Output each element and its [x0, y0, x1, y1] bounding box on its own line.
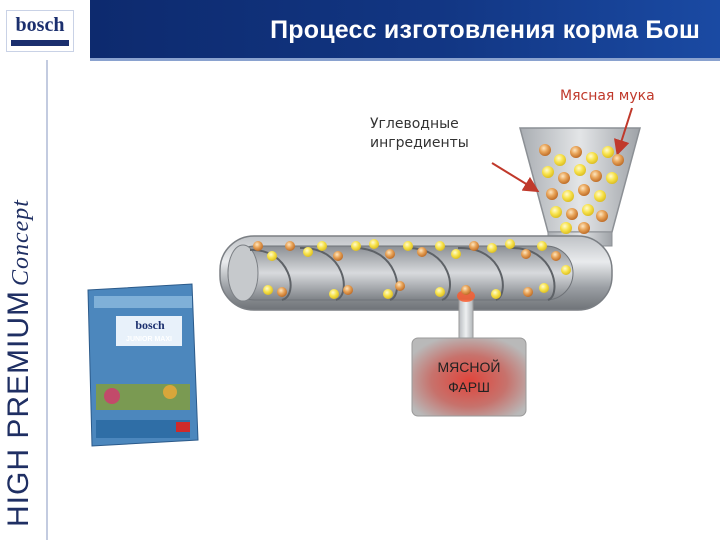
- outlet-pipe: [458, 299, 474, 341]
- carb-label-line2: ингредиенты: [370, 135, 469, 151]
- hopper: [519, 127, 641, 233]
- header: Процесс изготовления корма Бош: [0, 0, 720, 61]
- bosch-logo: bosch: [6, 10, 74, 52]
- package-brand: bosch: [135, 318, 165, 332]
- meat-mince-label: МЯСНОЙ ФАРШ: [412, 338, 526, 416]
- package-product: JUNIOR MAXI: [126, 336, 172, 343]
- header-bar: [90, 0, 720, 58]
- sidebar-divider: [46, 60, 48, 540]
- outlet-glow: [457, 290, 475, 302]
- logo-stripe: [11, 40, 69, 46]
- sidebar: [0, 60, 46, 540]
- page-title: Процесс изготовления корма Бош: [270, 16, 700, 44]
- mince-label-line1: МЯСНОЙ: [437, 359, 501, 375]
- tube-granules: [253, 239, 571, 299]
- logo-text: bosch: [15, 14, 65, 36]
- product-package: [87, 283, 199, 447]
- carb-arrow: [491, 162, 540, 193]
- meat-meal-label: Мясная мука: [560, 88, 655, 104]
- mince-box: [411, 337, 527, 417]
- meat-arrow: [614, 107, 633, 156]
- carb-label-line1: Углеводные: [370, 116, 459, 132]
- mince-label-line2: ФАРШ: [448, 379, 490, 395]
- carb-ingredients-label: Углеводные ингредиенты: [370, 115, 469, 153]
- tube-end: [227, 244, 259, 302]
- header-divider: [90, 58, 720, 61]
- hopper-granules: [539, 144, 624, 234]
